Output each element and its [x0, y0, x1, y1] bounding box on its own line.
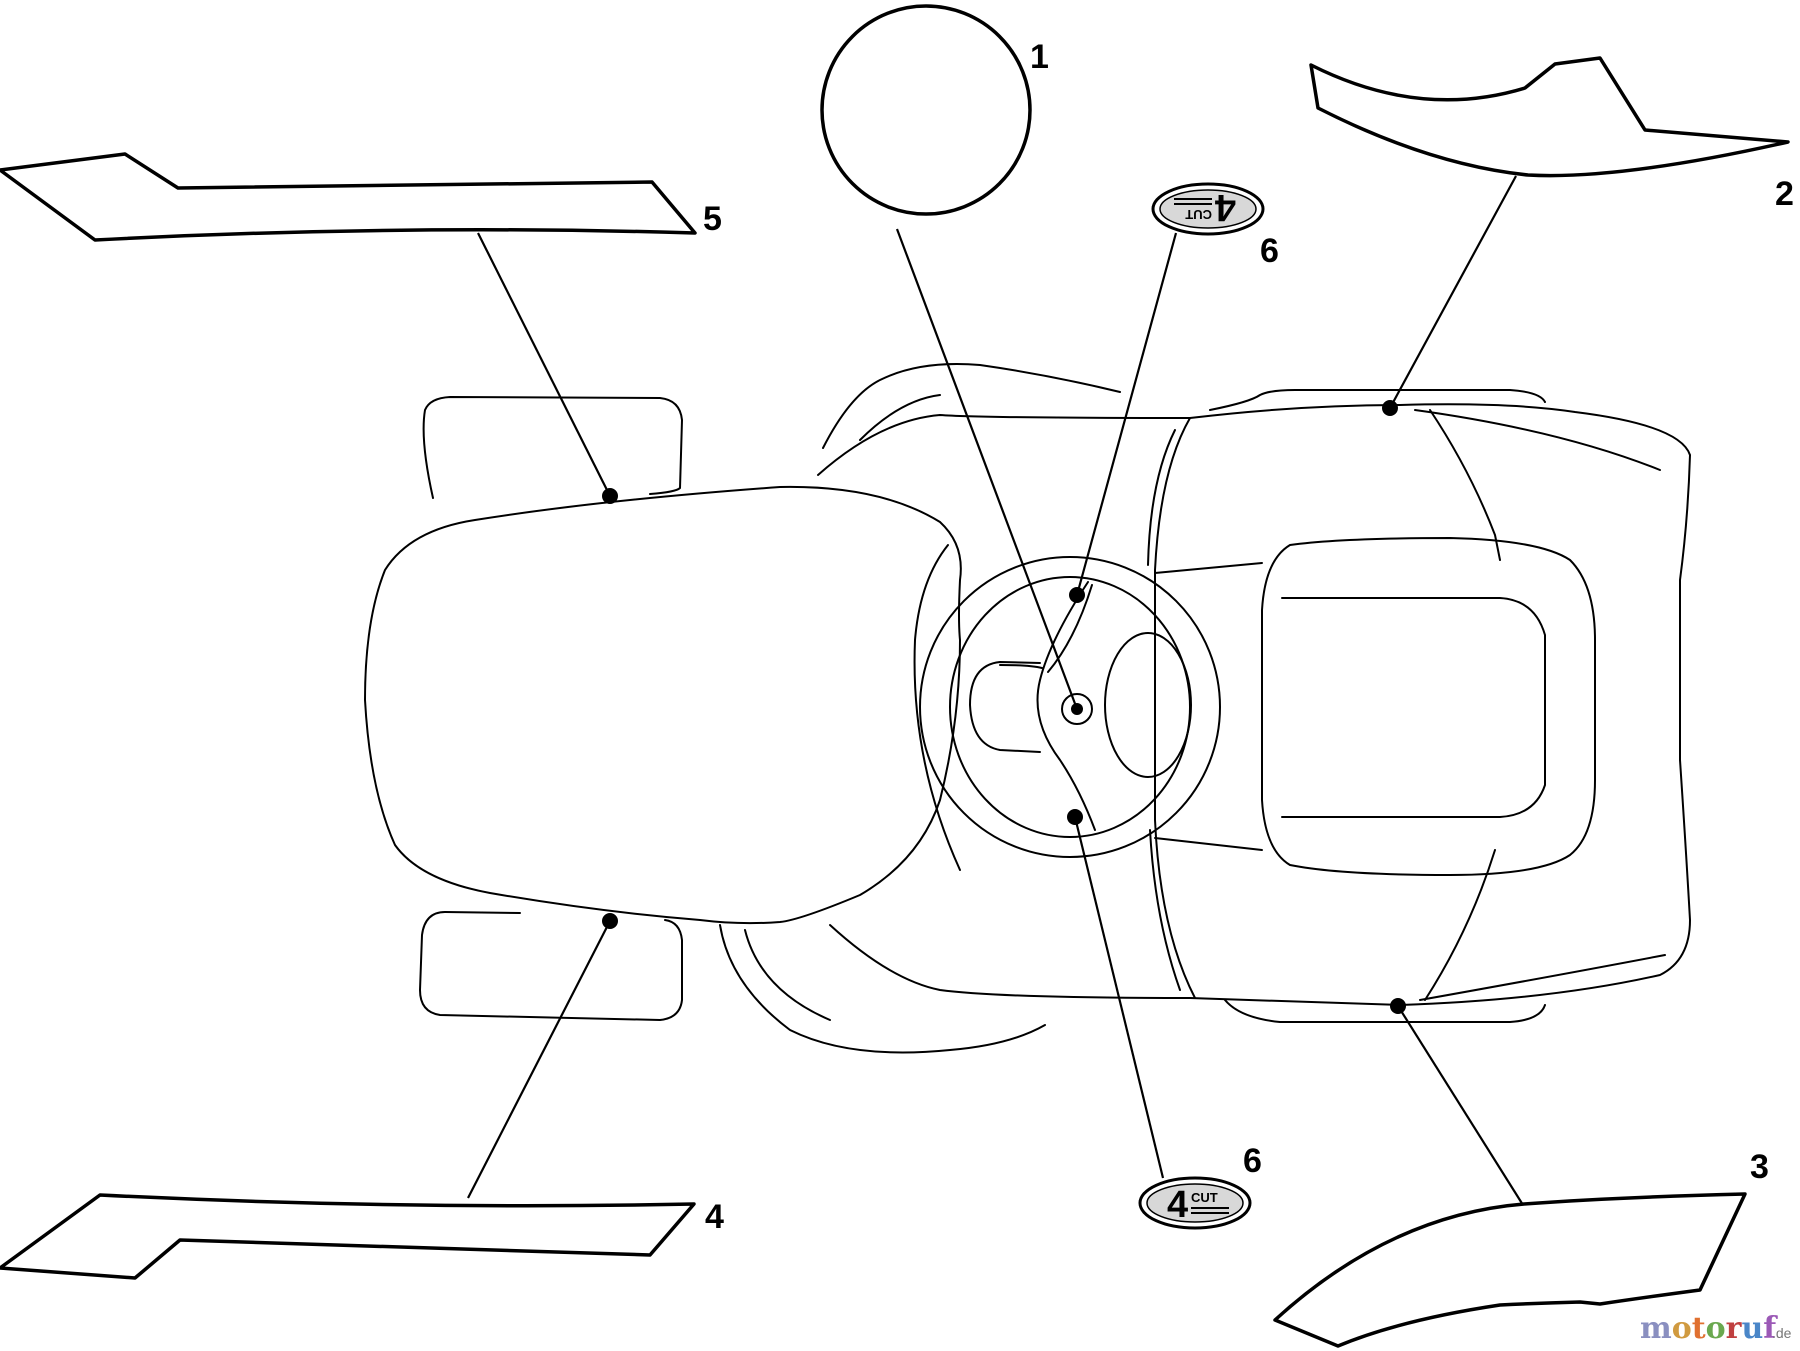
callout-2: 2 — [1775, 175, 1794, 213]
front-wheel-bottom — [419, 911, 683, 1021]
body-right-side-lower — [829, 924, 1191, 999]
decal-3-hood-strip-right-lower — [1273, 1192, 1747, 1348]
hood — [364, 485, 962, 925]
watermark-suffix: .de — [1772, 1325, 1792, 1341]
body-rear-arc-right — [1149, 829, 1181, 991]
badge-6-bottom: 4 CUT — [1138, 1176, 1252, 1230]
body-left-side — [817, 414, 1191, 476]
steering-spoke-2 — [1047, 584, 1093, 673]
tractor-top-view — [364, 363, 1691, 1054]
watermark-logo: motoruf .de — [1640, 1311, 1792, 1346]
rear-body-inner-top — [1209, 389, 1546, 411]
decal-5-side-strip-left — [0, 152, 697, 242]
steering-dash-left-outer — [999, 664, 1043, 669]
seat — [1261, 537, 1596, 876]
callout-6-bottom: 6 — [1243, 1142, 1262, 1180]
leader-lines — [467, 175, 1524, 1206]
decal-2-hood-strip-right — [1309, 56, 1790, 178]
steering-dash-left — [969, 661, 1041, 753]
steering-hub — [1061, 693, 1093, 725]
badge-6-top: 4 CUT — [1151, 182, 1265, 236]
watermark-text: motoruf — [1640, 1311, 1778, 1346]
body-dash-arc-right — [1154, 417, 1196, 999]
steering-spoke — [1036, 581, 1096, 831]
badge-bottom-number: 4 — [1167, 1184, 1188, 1226]
decal-1-round — [820, 4, 1032, 216]
callout-3: 3 — [1750, 1148, 1769, 1186]
rear-body-curve-top2 — [1414, 409, 1661, 471]
seat-rail-bottom — [1154, 837, 1263, 851]
callout-labels: 1 2 3 4 5 6 6 — [703, 38, 1794, 1236]
callout-4: 4 — [705, 1198, 724, 1236]
rear-body-inner-bottom — [1224, 999, 1546, 1023]
body-dash-arc-left — [913, 544, 961, 871]
rear-body-curve-top — [1429, 409, 1501, 561]
rear-body-curve-bottom — [1424, 849, 1496, 1001]
body-front-fender-top-inner — [859, 394, 941, 441]
decal-4-side-strip-left-lower — [0, 1193, 696, 1280]
steering-wheel-outer — [919, 556, 1221, 858]
steering-dash-right — [1104, 632, 1192, 778]
body-front-fender-bottom-inner — [744, 929, 831, 1021]
callout-5: 5 — [703, 200, 722, 238]
badge-top-text: CUT — [1185, 207, 1212, 222]
badge-bottom-text: CUT — [1191, 1190, 1218, 1205]
body-front-fender-bottom — [719, 924, 1046, 1054]
front-wheel-top — [422, 396, 683, 499]
rear-body — [1189, 403, 1691, 1006]
callout-1: 1 — [1030, 38, 1049, 76]
rear-body-curve-bottom2 — [1419, 954, 1666, 1001]
body-front-fender-top — [822, 363, 1121, 449]
seat-cushion — [1281, 597, 1546, 818]
badge-top-number: 4 — [1215, 186, 1236, 228]
body-rear-arc-left — [1147, 429, 1176, 566]
seat-rail-top — [1154, 562, 1263, 574]
callout-6-top: 6 — [1260, 232, 1279, 270]
